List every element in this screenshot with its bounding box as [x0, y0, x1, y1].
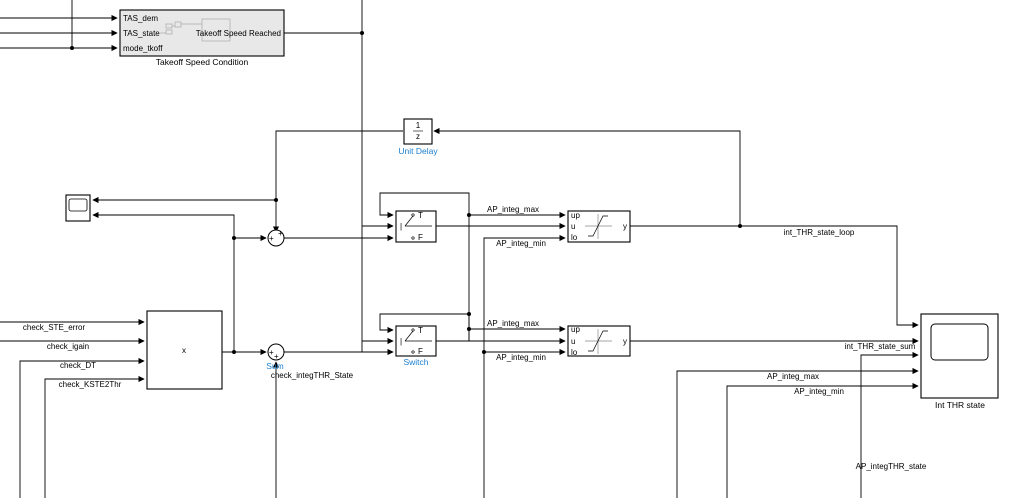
label-check-ste-error: check_STE_error	[23, 323, 86, 332]
label-ap-integ-max-2: AP_integ_max	[487, 319, 539, 328]
scope-caption: Int THR state	[935, 400, 985, 410]
label-check-kste2thr: check_KSTE2Thr	[59, 380, 122, 389]
label-ap-integ-max-1: AP_integ_max	[487, 205, 539, 214]
saturation2-curve-icon	[585, 329, 612, 354]
sum1-sign-top: +	[278, 229, 283, 238]
saturation1-block[interactable]: up u lo y	[567, 210, 631, 243]
sum2-sign-bottom: +	[274, 352, 279, 361]
switch1-port-true: T	[418, 211, 423, 220]
saturation1-curve-icon	[585, 214, 612, 239]
signal-wires	[0, 0, 919, 498]
switch2-block[interactable]: T | F	[395, 325, 437, 357]
sat2-port-y: y	[623, 337, 627, 346]
scope-small-block[interactable]	[65, 194, 91, 222]
wire-product-to-sum1[interactable]	[233, 234, 267, 352]
wire-ap-integ-max-scope[interactable]	[676, 367, 919, 498]
sat1-port-lo: lo	[571, 233, 578, 242]
sum2-sign-left: +	[269, 348, 274, 357]
label-ap-integ-max-scope: AP_integ_max	[767, 372, 819, 381]
wire-sat1-lo[interactable]	[483, 234, 566, 498]
scope-small-screen-icon	[68, 198, 88, 212]
wire-ap-integ-min-scope[interactable]	[726, 382, 919, 498]
sum1-sign-left: +	[269, 234, 274, 243]
label-check-igain: check_igain	[47, 342, 89, 351]
sat1-port-up: up	[571, 211, 580, 220]
label-ap-integ-min-1: AP_integ_min	[496, 239, 546, 248]
sum2-block[interactable]: + +	[267, 343, 285, 361]
switch2-caption: Switch	[403, 357, 428, 367]
wire-check-kste2thr[interactable]	[44, 375, 145, 498]
sat1-port-y: y	[623, 222, 627, 231]
product-block[interactable]: x	[146, 310, 223, 390]
scope-screen-icon	[930, 323, 989, 361]
sat2-port-u: u	[571, 337, 575, 346]
product-label: x	[182, 346, 186, 355]
wire-delay-input[interactable]	[433, 127, 741, 226]
scope-int-thr-state-block[interactable]	[920, 313, 999, 399]
switch1-block[interactable]: T | F	[395, 210, 437, 243]
label-check-integthr-state: check_integTHR_State	[271, 371, 354, 380]
wire-sat1-out[interactable]	[630, 225, 919, 329]
branch-points	[70, 31, 742, 354]
switch2-port-false: F	[418, 347, 423, 356]
sum1-block[interactable]: + +	[267, 229, 285, 247]
switch1-port-false: F	[418, 233, 423, 242]
subsystem-preview-icon	[160, 18, 231, 42]
sat1-port-u: u	[571, 222, 575, 231]
switch2-port-ctrl: |	[400, 337, 402, 346]
port-tas-state: TAS_state	[123, 29, 160, 38]
wire-ap-integthr-state[interactable]	[860, 351, 919, 498]
label-ap-integ-min-scope: AP_integ_min	[794, 387, 844, 396]
sat2-port-lo: lo	[571, 348, 578, 357]
label-ap-integthr-state: AP_integTHR_state	[856, 462, 927, 471]
signal-labels: AP_integ_max AP_integ_min AP_integ_max A…	[23, 205, 927, 471]
unit-delay-block[interactable]: 1 z	[403, 118, 433, 145]
saturation2-block[interactable]: up u lo y	[567, 325, 631, 357]
switch1-port-ctrl: |	[400, 222, 402, 231]
switch2-port-true: T	[418, 326, 423, 335]
label-int-thr-state-sum: int_THR_state_sum	[845, 342, 916, 351]
switch1-symbol-icon	[404, 213, 432, 240]
wire-check-dt[interactable]	[19, 357, 145, 498]
sat2-port-up: up	[571, 325, 580, 334]
port-tas-dem: TAS_dem	[123, 14, 158, 23]
switch2-symbol-icon	[404, 328, 432, 354]
wire-delay-output[interactable]	[272, 130, 403, 233]
port-mode-tkoff: mode_tkoff	[123, 44, 163, 53]
label-int-thr-state-loop: int_THR_state_loop	[784, 228, 855, 237]
unit-delay-numerator: 1	[416, 121, 421, 130]
label-check-dt: check_DT	[60, 361, 96, 370]
unit-delay-caption: Unit Delay	[398, 146, 438, 156]
takeoff-speed-block[interactable]: TAS_dem TAS_state mode_tkoff Takeoff Spe…	[119, 9, 285, 57]
unit-delay-denominator: z	[416, 132, 420, 141]
sum2-caption: Sum	[266, 361, 283, 371]
wire-to-scope1-b[interactable]	[92, 211, 235, 238]
port-takeoff-speed-reached: Takeoff Speed Reached	[196, 29, 281, 38]
takeoff-speed-caption: Takeoff Speed Condition	[156, 57, 249, 67]
wire-switch1-true[interactable]	[379, 192, 470, 226]
label-ap-integ-min-2: AP_integ_min	[496, 353, 546, 362]
